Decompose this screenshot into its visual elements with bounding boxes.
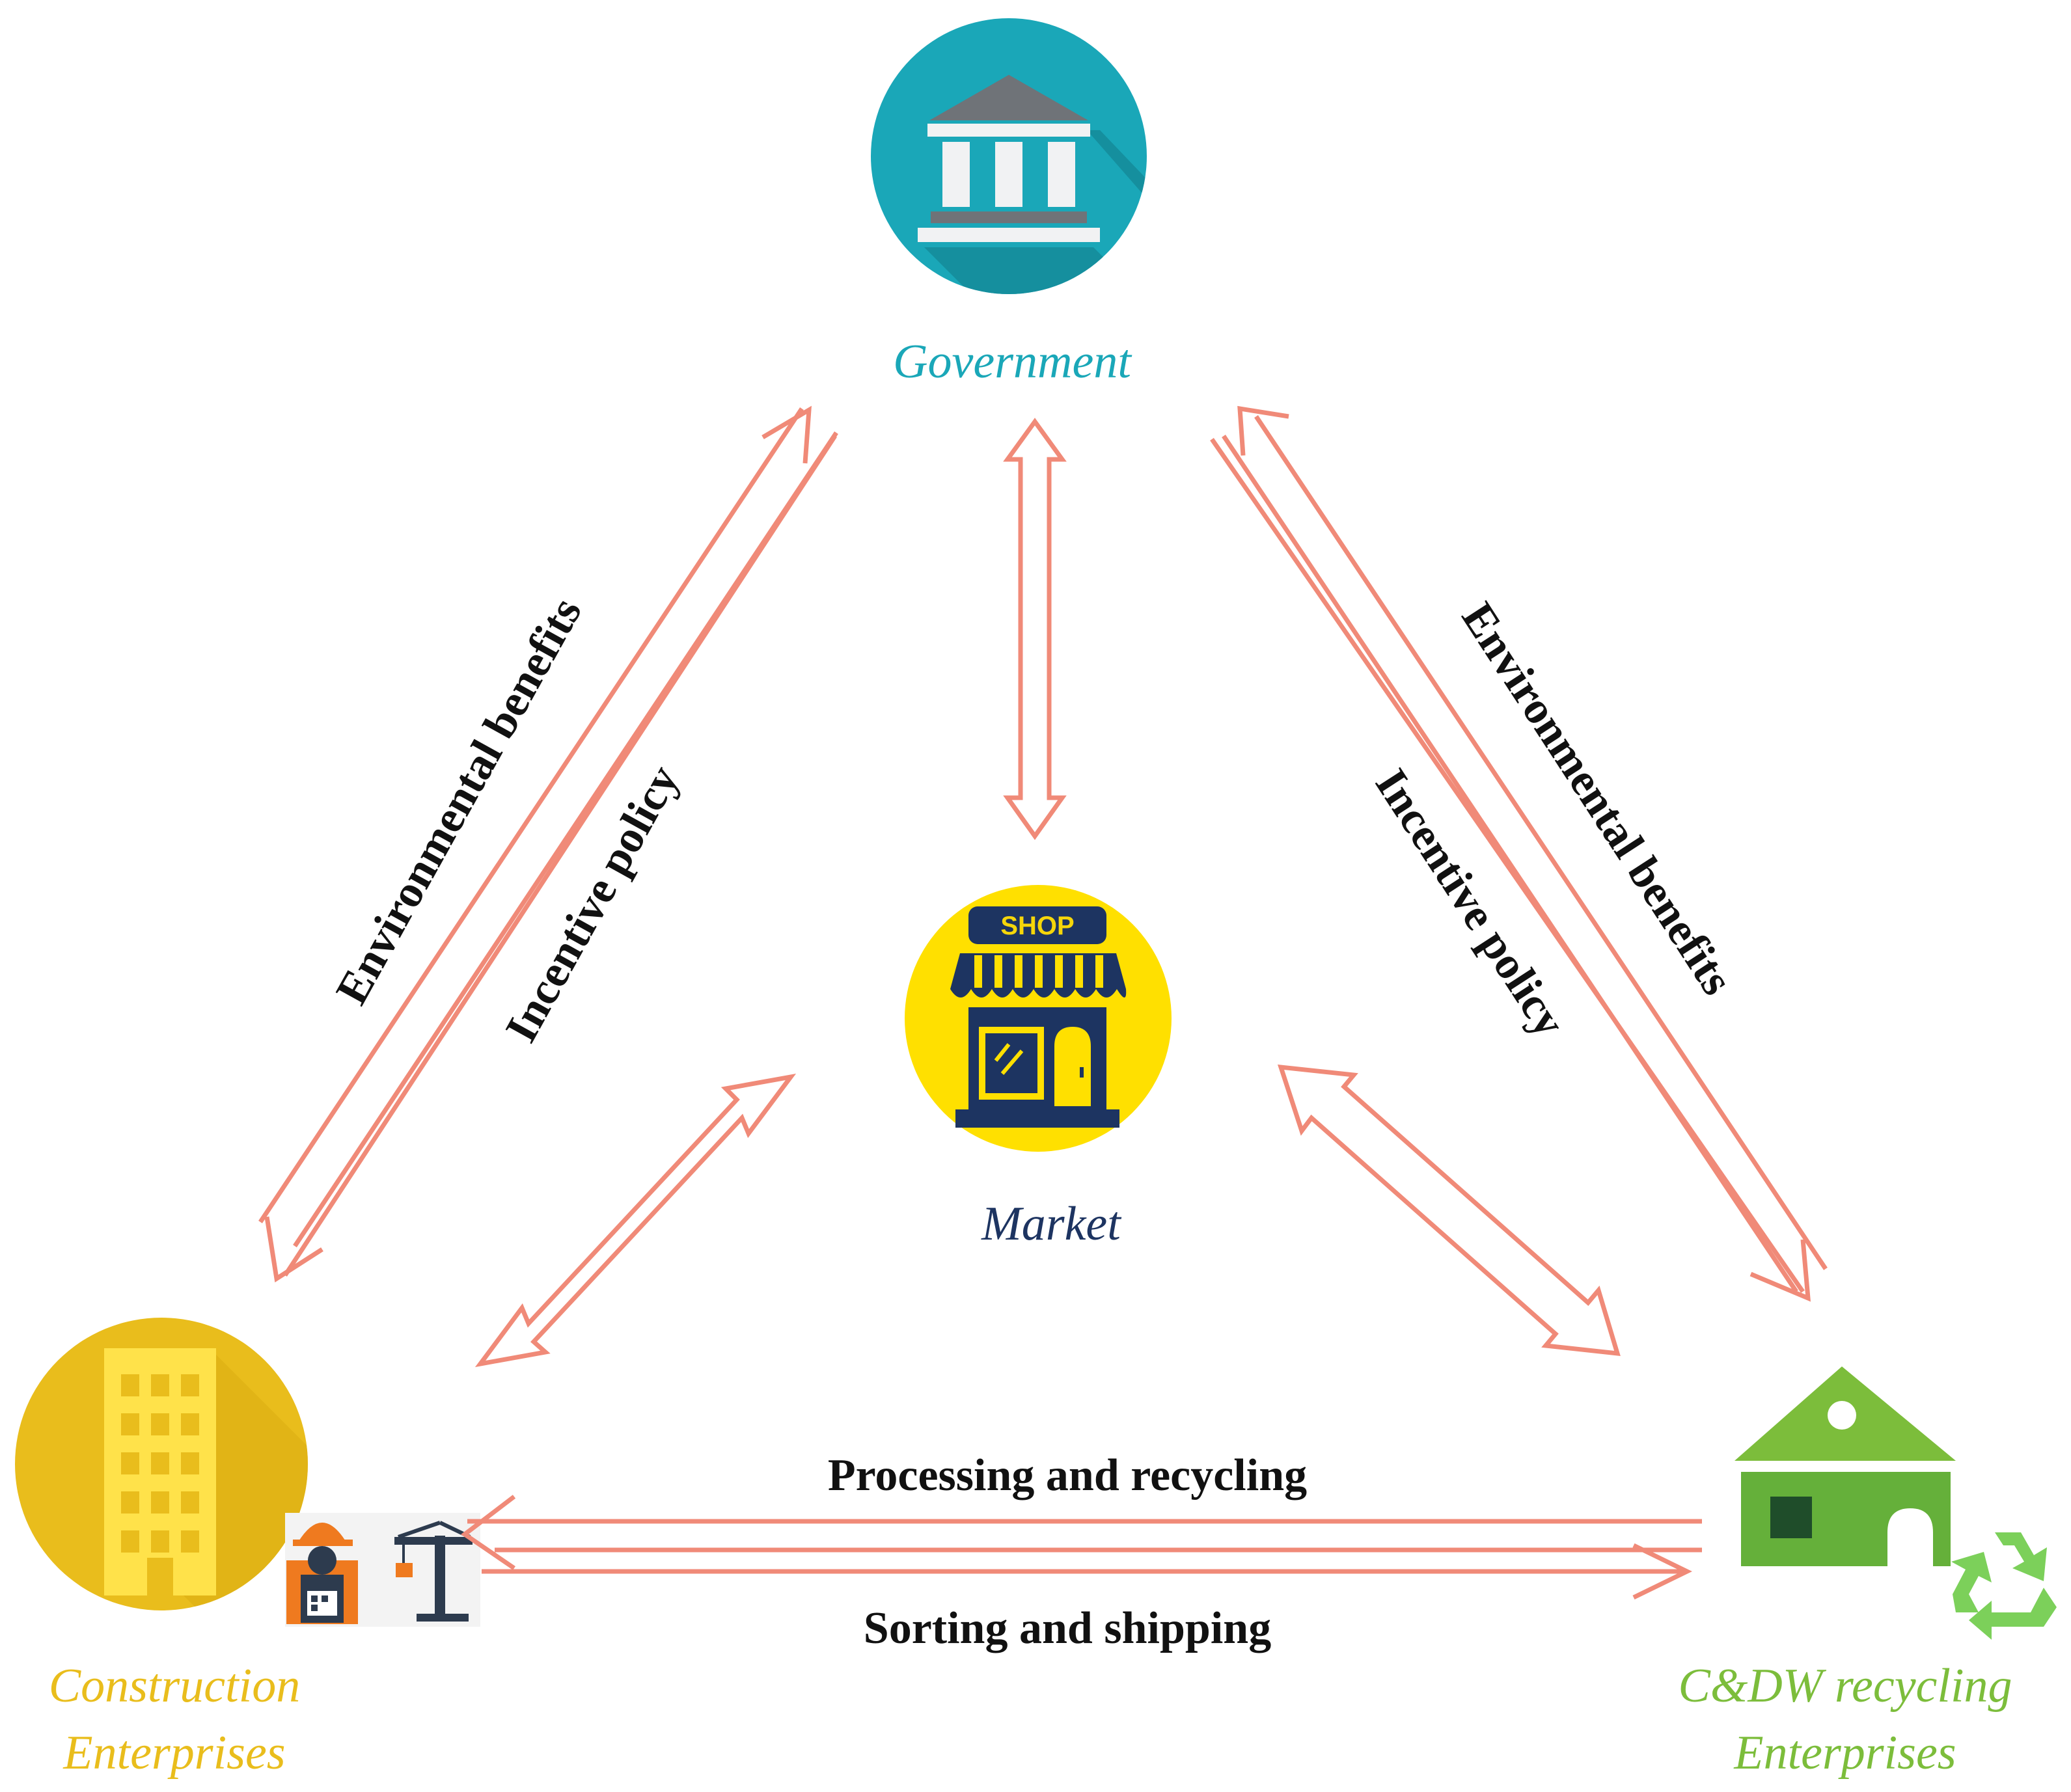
arrow-recycling-market [1277,1064,1621,1357]
construction-worker-icon [286,1523,358,1624]
government-label: Government [893,335,1132,388]
arrow-processing-recycling [461,1495,1702,1570]
market-label: Market [981,1197,1122,1251]
arrow-government-to-construction [264,435,837,1283]
arrow-construction-market [474,1073,797,1368]
arrow-government-market [1003,418,1067,841]
recycling-node: C&DW recycling Enterprises [1678,1366,2057,1780]
recycling-label-line2: Enterprises [1733,1726,1956,1780]
arrow-recycling-to-government [1222,405,1828,1293]
arrows [258,405,1828,1600]
arrow-sorting-shipping [482,1543,1692,1600]
construction-label-line1: Construction [49,1659,300,1713]
market-node: SHOP Market [905,885,1172,1251]
government-node: Government [871,18,1147,388]
bank-building-icon [871,18,1147,294]
flow-label-processing-and-recycling: Processing and recycling [828,1450,1307,1500]
shop-icon: SHOP [905,885,1172,1152]
flow-label-sorting-and-shipping: Sorting and shipping [864,1603,1271,1653]
shop-sign-text: SHOP [1000,912,1074,940]
recycling-label-line1: C&DW recycling [1678,1659,2012,1713]
construction-label-line2: Enterprises [62,1726,285,1780]
arrow-government-to-recycling [1210,438,1811,1302]
construction-node: Construction Enterprises [15,1318,480,1780]
crane-icon [394,1521,473,1622]
recycle-icon [1951,1532,2057,1640]
house-icon [1735,1366,1956,1566]
arrow-construction-to-government [258,405,838,1247]
